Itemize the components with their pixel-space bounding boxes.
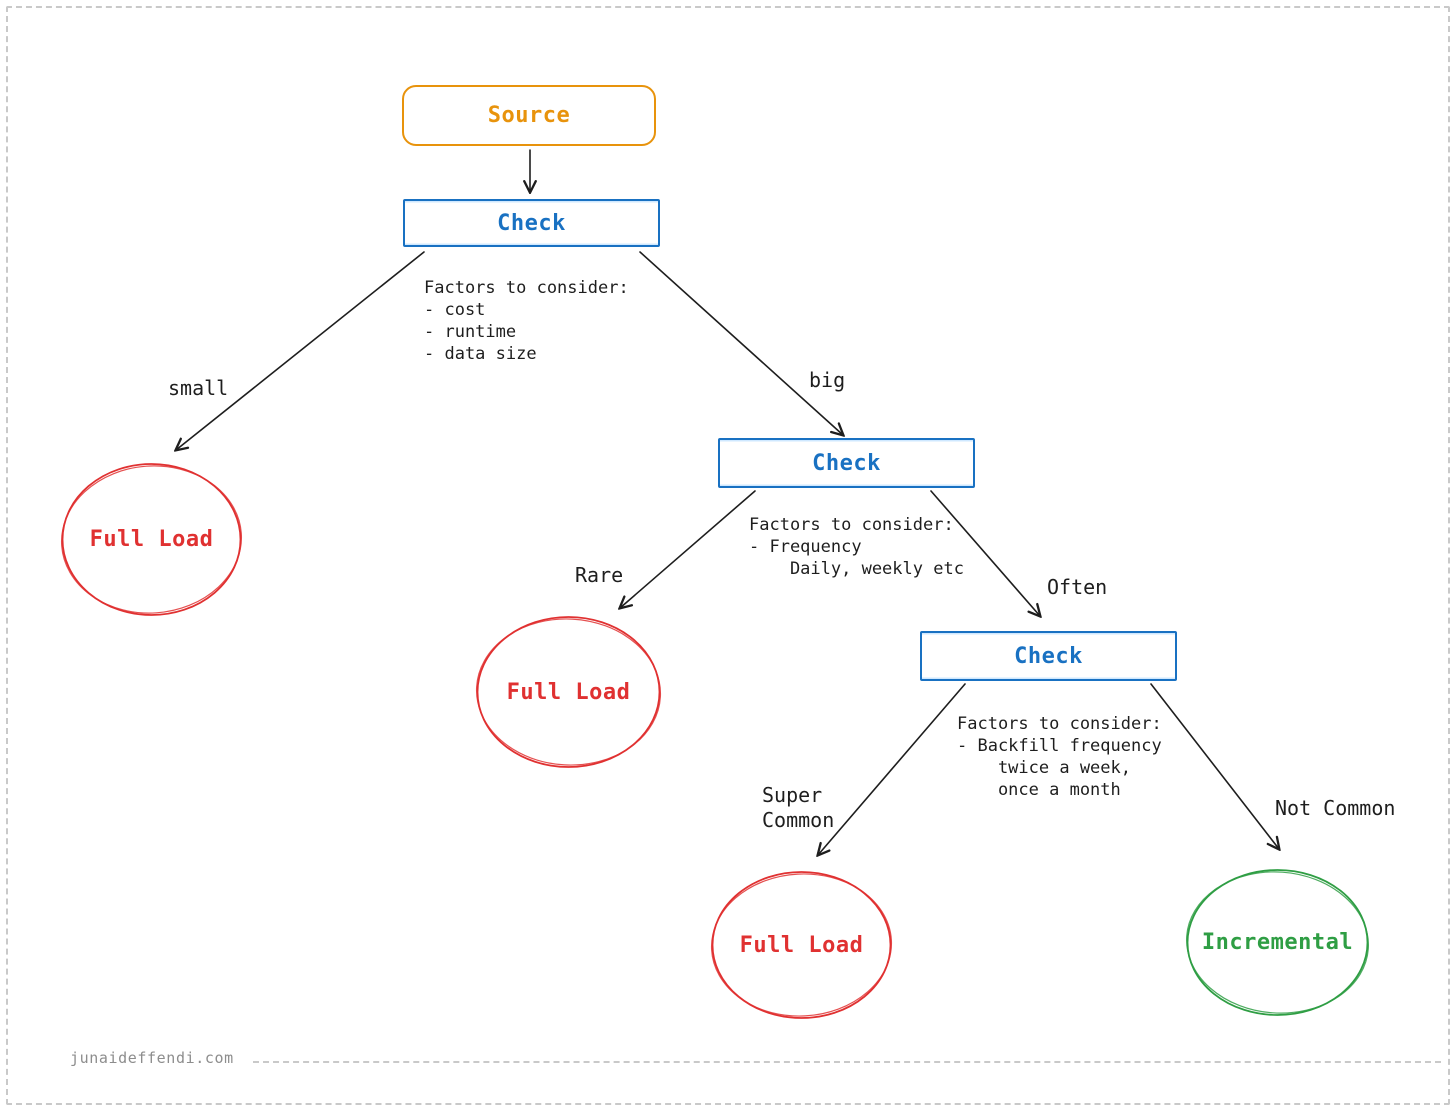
full-load-super-common-node: Full Load xyxy=(710,869,893,1021)
edge-label-big: big xyxy=(809,368,846,392)
incremental-label: Incremental xyxy=(1201,930,1354,955)
edge-check1-big xyxy=(639,251,843,435)
hand-drawn-ellipse xyxy=(710,871,893,1019)
incremental-node: Incremental xyxy=(1185,867,1370,1018)
full-load-small-label: Full Load xyxy=(89,527,214,552)
full-load-rare-label: Full Load xyxy=(506,679,631,705)
edge-label-super-common: Super Common xyxy=(762,783,835,832)
check-size-node-label: Check xyxy=(497,210,566,236)
hand-drawn-ellipse xyxy=(1185,869,1370,1016)
full-load-small-node: Full Load xyxy=(60,461,243,618)
note-size-factors: Factors to consider: - cost - runtime - … xyxy=(424,278,629,364)
check-backfill-node: Check xyxy=(920,631,1177,681)
check-backfill-node-label: Check xyxy=(1014,643,1083,669)
edge-check3-super-common xyxy=(818,683,966,855)
full-load-rare-node: Full Load xyxy=(475,614,662,770)
edge-label-rare: Rare xyxy=(575,563,624,587)
full-load-super-common-label: Full Load xyxy=(739,932,864,958)
check-size-node: Check xyxy=(403,199,660,247)
note-frequency-factors: Factors to consider: - Frequency Daily, … xyxy=(749,515,964,579)
source-node: Source xyxy=(402,85,656,146)
check-frequency-node-label: Check xyxy=(812,450,881,476)
note-backfill-factors: Factors to consider: - Backfill frequenc… xyxy=(957,714,1162,800)
edge-label-often: Often xyxy=(1047,575,1108,599)
footer-watermark: junaideffendi.com xyxy=(70,1049,234,1067)
edge-check3-not-common xyxy=(1150,683,1279,849)
hand-drawn-ellipse xyxy=(475,616,662,768)
hand-drawn-ellipse xyxy=(60,463,243,616)
edge-label-not-common: Not Common xyxy=(1275,796,1396,820)
edge-check2-rare xyxy=(620,490,756,608)
check-frequency-node: Check xyxy=(718,438,975,488)
edge-check1-small xyxy=(176,251,425,450)
footer-dashed-line xyxy=(253,1061,1441,1063)
edge-label-small: small xyxy=(168,376,229,400)
source-node-label: Source xyxy=(487,103,571,128)
